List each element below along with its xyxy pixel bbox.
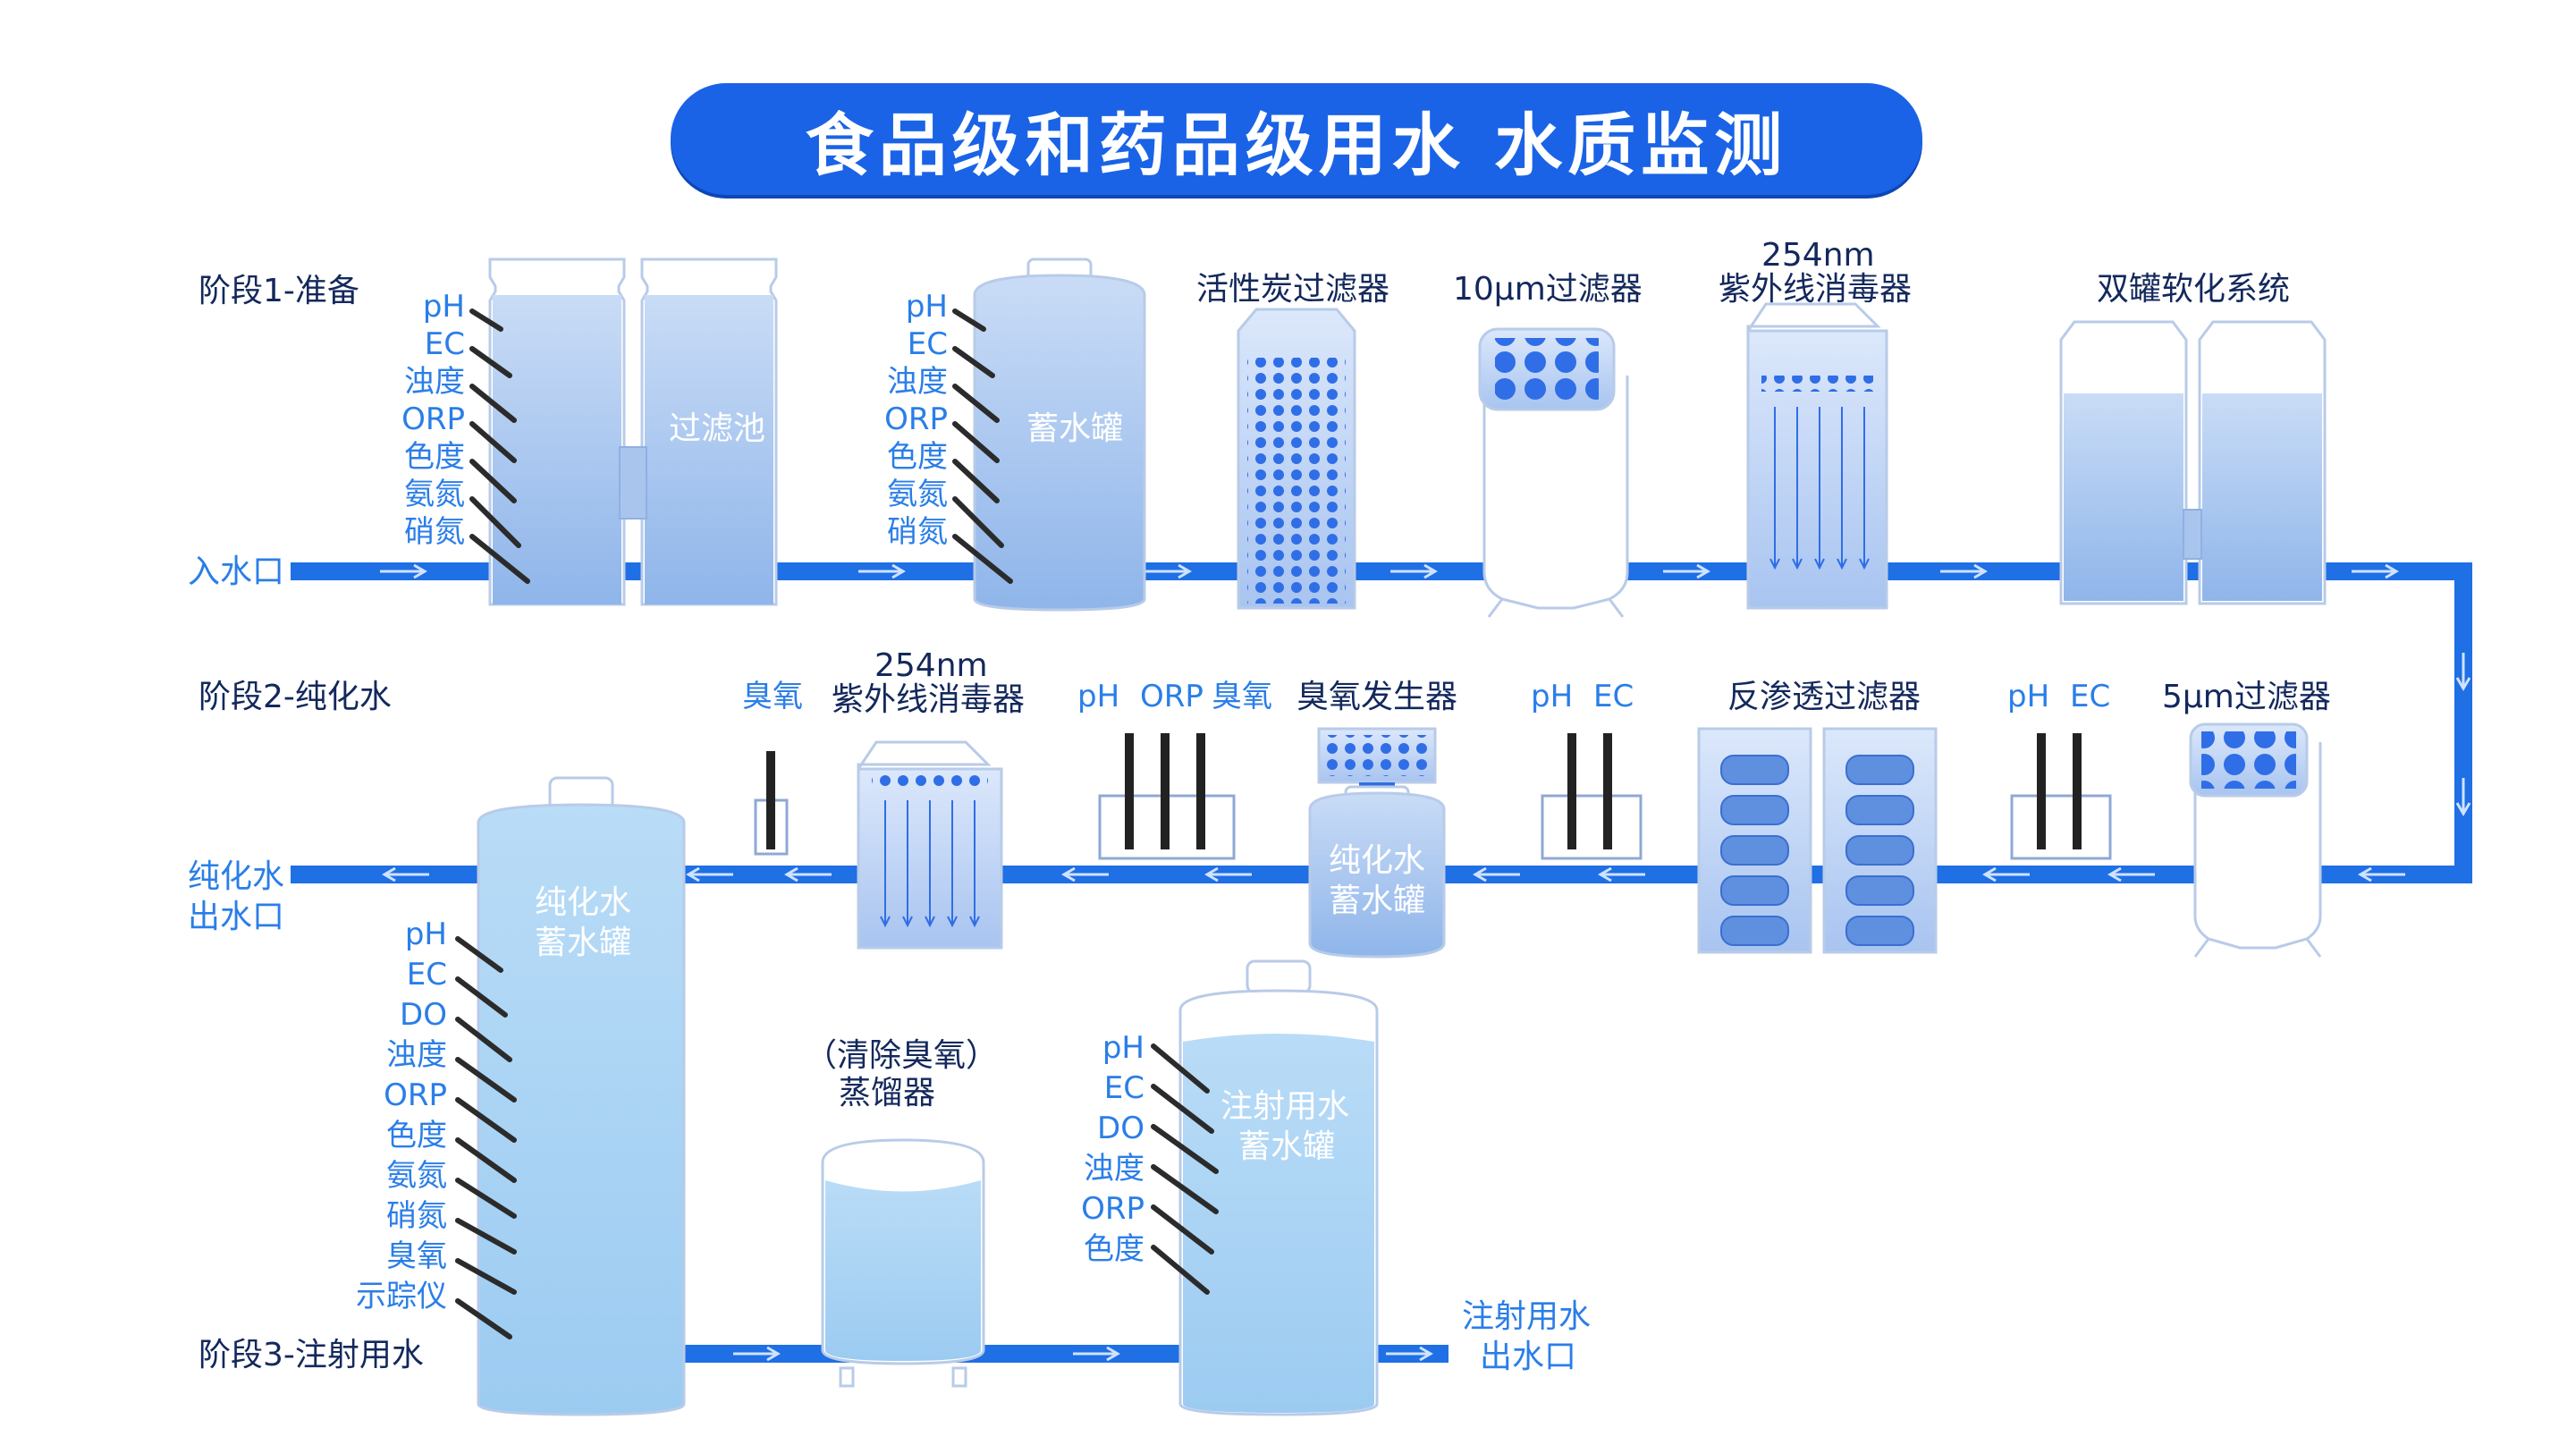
ozone-sensor-label: 臭氧 [742,679,803,714]
filter-10um-label: 10μm过滤器 [1453,271,1643,308]
sensor-label: 硝氮 [887,514,948,550]
sensor-label: 色度 [887,439,948,475]
sensor-label: 氨氮 [887,477,948,512]
carbon-filter [1237,308,1356,610]
sensor-label: 硝氮 [386,1198,447,1234]
sensor-label: DO [1097,1111,1144,1146]
sensor-label: EC [406,957,447,993]
filter-10um [1478,327,1629,618]
sensor-label: 浊度 [1084,1151,1144,1187]
inline-probes [766,733,2082,849]
pure-tank-small-label-1: 纯化水 [1329,842,1426,879]
sensor-label: ORP [884,401,948,437]
probe-bundle-stage1-a [469,308,530,584]
filter-5um-label: 5μm过滤器 [2162,679,2331,715]
distiller-label-1: （清除臭氧） [805,1037,999,1074]
sensor-label: DO [400,997,447,1033]
sensor-label: pH [905,289,948,325]
sensor-label: pH [404,917,447,952]
filter-pool-label: 过滤池 [669,410,766,447]
dual-b-sensor-label-ph: pH [2007,679,2050,714]
uv-disinfector-mid [857,740,1003,950]
pure-water-tank-big [477,776,686,1416]
wfi-outlet-label-1: 注射用水 [1462,1298,1592,1335]
distiller [821,1138,985,1388]
dual-b-sensor-label-ec: EC [2070,679,2111,714]
filter-pool [488,258,778,606]
ozone-generator-label: 臭氧发生器 [1296,679,1458,715]
dual-a-sensor-label-ph: pH [1531,679,1574,714]
stage-label-3: 阶段3-注射用水 [198,1337,424,1373]
wfi-tank [1178,959,1379,1416]
sensor-label: 臭氧 [386,1238,447,1274]
sensor-label: 浊度 [386,1037,447,1073]
triple-sensor-label-ph: pH [1077,679,1120,714]
sensor-label: ORP [1081,1191,1144,1227]
uv-disinfector-top [1746,302,1888,610]
triple-sensor-label-orp: ORP [1140,679,1204,714]
dual-a-sensor-label-ec: EC [1593,679,1634,714]
distiller-label-2: 蒸馏器 [839,1075,936,1111]
carbon-filter-label: 活性炭过滤器 [1196,271,1390,308]
title-banner: 食品级和药品级用水 水质监测 [671,83,1922,195]
pure-tank-small-label-2: 蓄水罐 [1329,883,1426,919]
ro-filter [1697,727,1938,954]
probe-bundle-stage1-b [952,308,1013,584]
sensor-label: 氨氮 [404,477,465,512]
storage-tank-label: 蓄水罐 [1026,410,1124,447]
triple-sensor-label-ozone: 臭氧 [1212,679,1272,714]
uv-mid-label-1: 254nm [874,647,988,684]
uv-top-label-1: 254nm [1761,237,1875,274]
uv-mid-label-2: 紫外线消毒器 [832,681,1026,718]
pure-outlet-label-2: 出水口 [188,899,285,935]
softener-label: 双罐软化系统 [2097,271,2291,308]
sensor-label: ORP [384,1077,447,1113]
filter-5um [2189,722,2322,958]
sensor-label: EC [424,326,465,362]
sensor-label: 色度 [386,1118,447,1153]
ro-filter-label: 反渗透过滤器 [1727,679,1921,715]
sensor-label: 色度 [404,439,465,475]
pure-tank-big-label-1: 纯化水 [535,884,632,921]
wfi-tank-label-1: 注射用水 [1220,1088,1350,1125]
pure-tank-big-label-2: 蓄水罐 [535,925,632,961]
sensor-label: ORP [401,401,465,437]
sensor-label: 示踪仪 [356,1279,447,1314]
sensor-label: 浊度 [404,364,465,400]
uv-top-label-2: 紫外线消毒器 [1719,271,1913,308]
sensor-label: 氨氮 [386,1158,447,1194]
sensor-label: pH [422,289,465,325]
pure-water-tank-small [1308,785,1446,959]
probe-bundle-stage3-wfi [1151,1043,1219,1295]
storage-tank-1 [973,258,1146,612]
wfi-outlet-label-2: 出水口 [1480,1339,1577,1375]
pure-outlet-label-1: 纯化水 [188,858,285,895]
pipe-row1 [291,562,2472,580]
sensor-label: 色度 [1084,1231,1144,1267]
stage-label-2: 阶段2-纯化水 [198,679,392,715]
ozone-generator [1317,727,1437,793]
sensor-label: EC [1103,1070,1144,1106]
page-title: 食品级和药品级用水 水质监测 [805,105,1788,185]
probe-bundle-stage3-pure [455,936,517,1339]
wfi-tank-label-2: 蓄水罐 [1238,1128,1336,1165]
sensor-label: 浊度 [887,364,948,400]
pipe-right-vertical [2454,562,2472,883]
sensor-label: EC [907,326,948,362]
inlet-label: 入水口 [188,553,285,590]
sensor-label: pH [1102,1030,1144,1066]
softener-system [2059,320,2327,605]
sensor-label: 硝氮 [404,514,465,550]
stage-label-1: 阶段1-准备 [198,273,359,309]
flow-arrows [380,563,2471,1362]
